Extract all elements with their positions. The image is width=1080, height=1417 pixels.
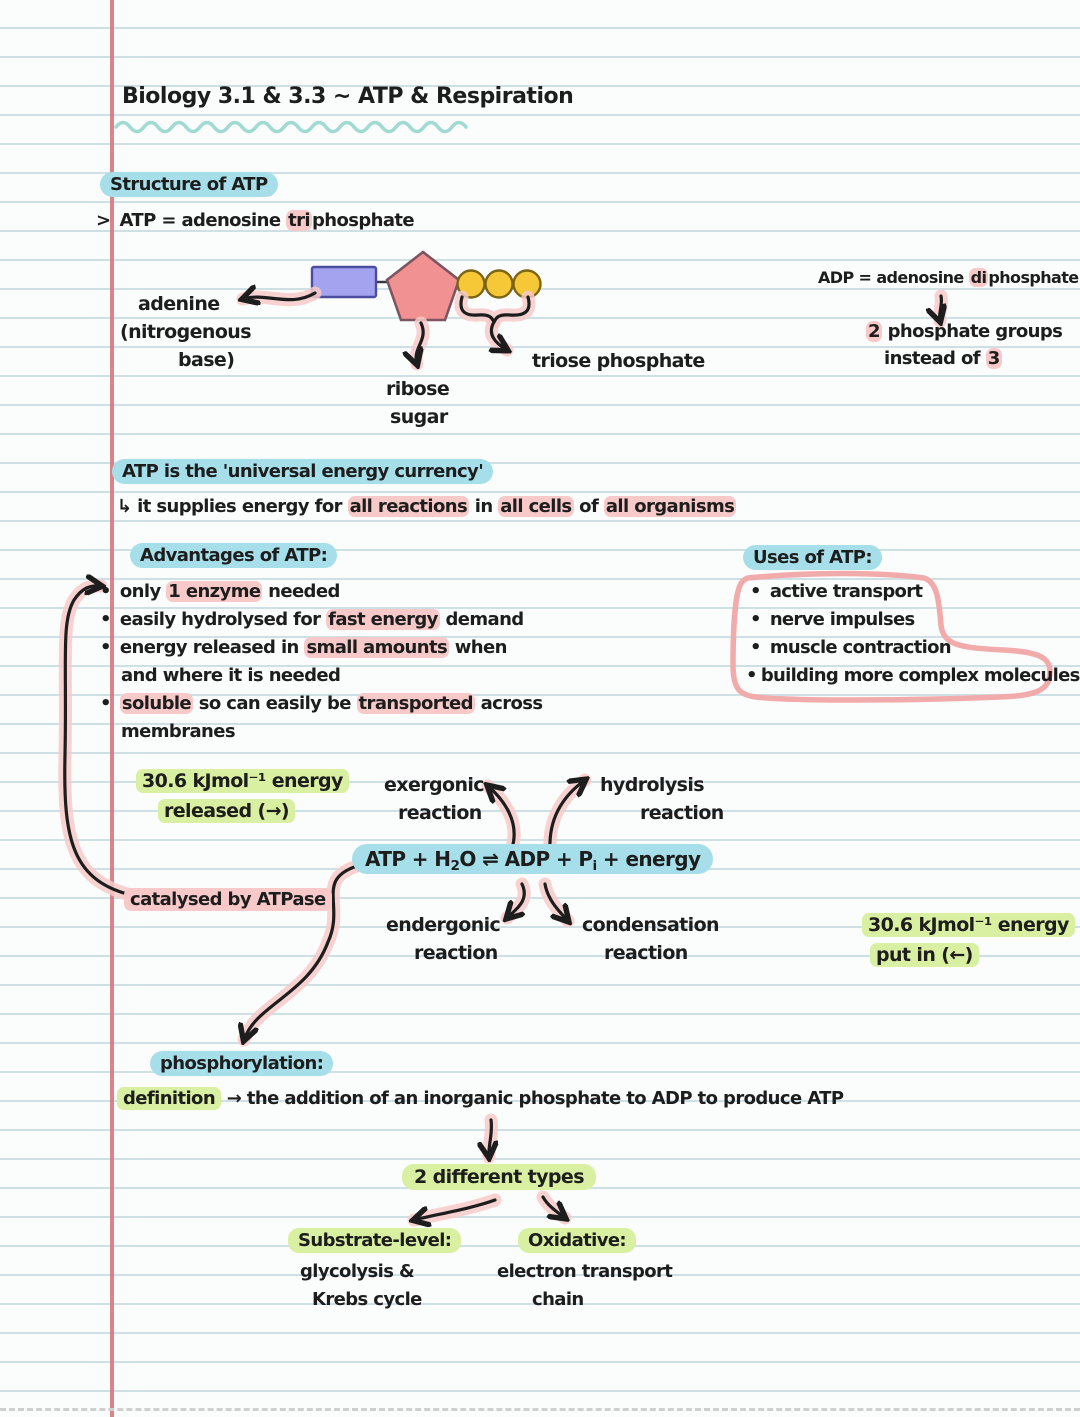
arrow-to-ribose-label [416, 316, 430, 364]
arrow-adp-down [940, 289, 948, 321]
phosphorylation-definition: definition → the addition of an inorgani… [117, 1086, 844, 1112]
energy-released-line2: released (→) [158, 798, 295, 824]
adenine-label-3: base) [178, 349, 235, 371]
substrate-item: glycolysis & [300, 1261, 415, 1282]
endergonic-label: endergonic [386, 914, 501, 936]
currency-heading: ATP is the 'universal energy currency' [112, 459, 494, 485]
phosphate-circle [484, 269, 514, 299]
adenine-shape [310, 265, 378, 299]
oxidative-heading: Oxidative: [518, 1228, 637, 1254]
uses-heading: Uses of ATP: [743, 545, 882, 571]
dot-bullet: • [750, 637, 762, 658]
title-wavy-underline [114, 120, 468, 134]
arrow-equation-to-advantages [58, 586, 142, 903]
advantages-item: •soluble so can easily be transported ac… [100, 691, 543, 717]
energy-put-in-line1: 30.6 kJmol⁻¹ energy [862, 912, 1075, 938]
uses-item: •nerve impulses [750, 607, 915, 633]
dot-bullet: • [750, 581, 762, 602]
arrow-to-oxidative [536, 1190, 572, 1225]
condensation-label: condensation [582, 914, 720, 936]
advantages-item-cont: and where it is needed [121, 665, 341, 686]
energy-put-in-line2: put in (←) [870, 942, 979, 968]
arrow-to-condensation [538, 877, 575, 928]
ribose-label: ribose [386, 378, 450, 400]
oxidative-item: electron transport [497, 1261, 673, 1282]
substrate-level-heading: Substrate-level: [288, 1228, 462, 1254]
substrate-item-2: Krebs cycle [312, 1289, 422, 1310]
oxidative-item-2: chain [532, 1289, 584, 1310]
arrow-to-substrate-level [414, 1193, 502, 1220]
chevron-bullet: > [96, 210, 111, 231]
energy-released-line1: 30.6 kJmol⁻¹ energy [136, 768, 349, 794]
uses-outline [730, 570, 1053, 703]
exergonic-label: exergonic [384, 774, 485, 796]
arrow-definition-to-types [489, 1113, 492, 1164]
atp-equation: ATP + H2O ⇌ ADP + Pi + energy [352, 844, 714, 879]
currency-supplies-line: ↳ it supplies energy for all reactions i… [117, 496, 737, 517]
condensation-label-2: reaction [604, 942, 688, 964]
structure-heading: Structure of ATP [100, 172, 278, 198]
arrow-equation-to-phosphorylation [237, 859, 364, 1040]
adp-groups-line: 2 phosphate groups [866, 321, 1063, 342]
page-title: Biology 3.1 & 3.3 ~ ATP & Respiration [122, 84, 574, 109]
margin-line [110, 0, 114, 1417]
dot-bullet: • [100, 609, 112, 630]
adenine-label-2: (nitrogenous [120, 321, 252, 343]
hydrolysis-label: hydrolysis [600, 774, 705, 796]
atp-molecule-diagram [310, 250, 542, 322]
catalyst-note: catalysed by ATPase [124, 887, 332, 913]
ribose-shape [385, 250, 461, 322]
uses-item: •building more complex molecules [746, 663, 1080, 689]
arrow-to-adenine-label [243, 293, 322, 307]
dot-bullet: • [100, 637, 112, 658]
advantages-item-cont: membranes [121, 721, 236, 742]
advantages-heading: Advantages of ATP: [130, 543, 338, 569]
uses-item: •active transport [750, 579, 923, 605]
advantages-item: •energy released in small amounts when [100, 635, 507, 661]
types-label: 2 different types [402, 1164, 596, 1190]
dot-bullet: • [746, 665, 758, 686]
arrow-to-exergonic [481, 779, 521, 855]
arrow-to-triose-label [491, 320, 507, 350]
triose-label: triose phosphate [532, 350, 705, 372]
advantages-item: •easily hydrolysed for fast energy deman… [100, 607, 524, 633]
dot-bullet: • [750, 609, 762, 630]
equilibrium-harpoon: ⇌ [482, 847, 499, 871]
brace-triose-phosphate [454, 290, 536, 357]
ribose-label-2: sugar [390, 406, 448, 428]
adenine-label: adenine [138, 293, 220, 315]
adp-instead-line: instead of 3 [884, 348, 1002, 369]
dot-bullet: • [100, 693, 112, 714]
exergonic-label-2: reaction [398, 802, 482, 824]
advantages-item: •only 1 enzyme needed [100, 579, 340, 605]
arrow-to-hydrolysis [543, 773, 592, 855]
perforation-line [0, 1408, 1080, 1411]
dot-bullet: • [100, 581, 112, 602]
endergonic-label-2: reaction [414, 942, 498, 964]
hydrolysis-label-2: reaction [640, 802, 724, 824]
phosphorylation-heading: phosphorylation: [150, 1051, 334, 1077]
uses-item: •muscle contraction [750, 635, 952, 661]
arrow-to-endergonic [500, 877, 531, 925]
